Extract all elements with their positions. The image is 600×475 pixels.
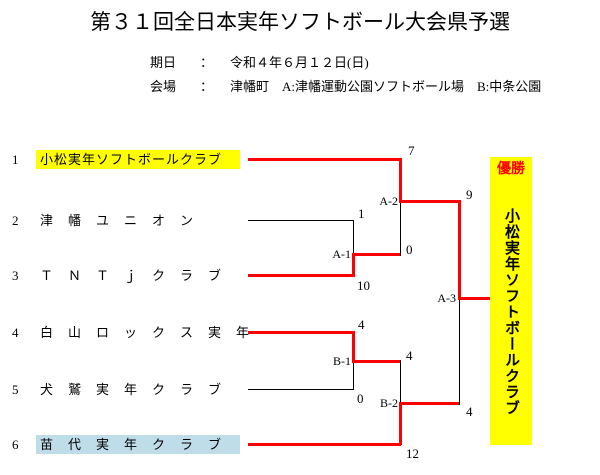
match-label-a1: A-1 xyxy=(332,247,351,261)
score-b2-top: 4 xyxy=(406,348,413,363)
winner-line-b2 xyxy=(399,402,460,405)
date-colon: ： xyxy=(200,55,214,70)
connector-b1-bottom xyxy=(353,360,354,390)
page-title: 第３１回全日本実年ソフトボール大会県予選 xyxy=(90,10,510,34)
feed-line-team-6 xyxy=(248,443,401,446)
venue-colon: ： xyxy=(200,79,214,94)
feed-line-team-2 xyxy=(248,220,354,221)
connector-b2-top xyxy=(400,360,401,404)
connector-a2-bottom xyxy=(400,200,401,256)
venue-value: 津幡町 A:津幡運動公園ソフトボール場 B:中条公園 xyxy=(230,79,542,94)
team-name-6: 苗 代 実 年 ク ラ ブ xyxy=(36,435,240,454)
score-b1-top: 4 xyxy=(358,317,365,332)
winner-line-b1 xyxy=(352,360,401,363)
score-a2-top: 7 xyxy=(408,143,415,158)
match-label-a3: A-3 xyxy=(437,291,456,305)
connector-b1-top xyxy=(352,331,355,362)
seed-number-3: 3 xyxy=(12,268,19,283)
winner-line-a3 xyxy=(458,297,492,300)
champion-box: 優勝 小松実年ソフトボールクラブ xyxy=(490,157,532,445)
team-name-2: 津 幡 ユ ニ オ ン xyxy=(40,213,195,228)
score-a3-top: 9 xyxy=(466,187,473,202)
score-a1-bottom: 10 xyxy=(357,278,370,293)
match-label-a2: A-2 xyxy=(379,194,398,208)
date-value: 令和４年６月１２日(日) xyxy=(230,55,369,70)
seed-number-6: 6 xyxy=(12,437,19,452)
score-a2-bottom: 0 xyxy=(406,242,413,257)
score-a3-bottom: 4 xyxy=(466,404,473,419)
connector-a1-top xyxy=(353,220,354,255)
feed-line-team-4 xyxy=(248,331,354,334)
connector-a3-top xyxy=(458,200,461,299)
venue-label: 会場 xyxy=(150,79,177,94)
winner-line-a1 xyxy=(352,253,401,256)
date-label: 期日 xyxy=(150,55,177,70)
score-b2-bottom: 12 xyxy=(406,446,419,461)
score-b1-bottom: 0 xyxy=(357,391,364,406)
feed-line-team-1 xyxy=(248,158,401,161)
match-label-b2: B-2 xyxy=(380,396,398,410)
connector-a3-bottom xyxy=(459,297,460,405)
team-name-3: Ｔ Ｎ Ｔ ｊ ク ラ ブ xyxy=(40,268,223,283)
match-label-b1: B-1 xyxy=(333,354,351,368)
connector-a2-top xyxy=(399,158,402,203)
seed-number-1: 1 xyxy=(12,152,19,167)
seed-number-4: 4 xyxy=(12,325,19,340)
team-name-1: 小松実年ソフトボールクラブ xyxy=(36,150,240,169)
champion-team-name: 小松実年ソフトボールクラブ xyxy=(503,207,519,416)
feed-line-team-5 xyxy=(248,389,354,390)
feed-line-team-3 xyxy=(248,274,354,277)
connector-a1-bottom xyxy=(352,253,355,277)
connector-b2-bottom xyxy=(399,402,402,445)
score-a1-top: 1 xyxy=(358,206,365,221)
winner-line-a2 xyxy=(399,200,460,203)
team-name-5: 犬 鷲 実 年 ク ラ ブ xyxy=(40,382,223,397)
team-name-4: 白 山 ロ ッ ク ス 実 年 xyxy=(40,325,251,340)
seed-number-2: 2 xyxy=(12,213,19,228)
seed-number-5: 5 xyxy=(12,382,19,397)
champion-title: 優勝 xyxy=(497,162,525,177)
